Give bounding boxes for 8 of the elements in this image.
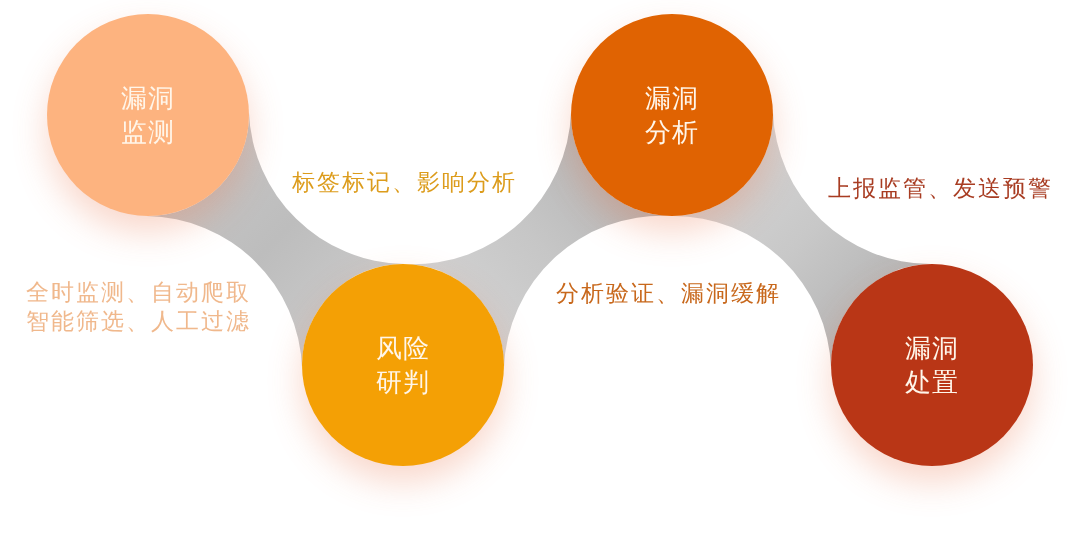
step-label: 漏洞分析 <box>644 82 700 149</box>
step-description: 标签标记、影响分析 <box>292 168 518 197</box>
step-label: 漏洞处置 <box>904 332 960 399</box>
step-description: 全时监测、自动爬取智能筛选、人工过滤 <box>26 278 252 336</box>
step-label: 漏洞监测 <box>120 82 176 149</box>
step-description: 分析验证、漏洞缓解 <box>556 279 782 308</box>
step-label: 风险研判 <box>375 332 431 399</box>
step-description: 上报监管、发送预警 <box>828 174 1054 203</box>
